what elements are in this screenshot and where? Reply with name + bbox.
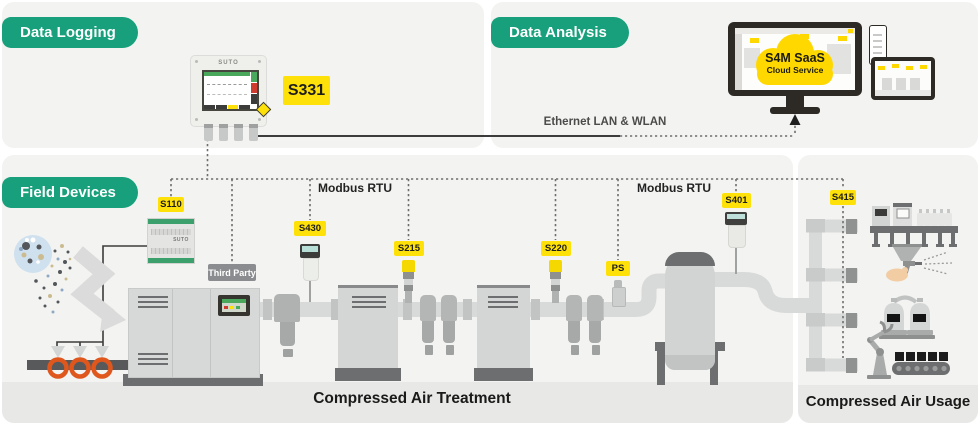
- filter-body: [443, 321, 455, 343]
- smartphone: [869, 25, 887, 65]
- connector: [204, 124, 213, 141]
- s331-display-device: SUTO: [190, 55, 267, 141]
- air-receiver-tank: [665, 252, 715, 370]
- connector: [219, 124, 228, 141]
- ethernet-label: Ethernet LAN & WLAN: [543, 116, 667, 128]
- filter-body: [589, 321, 601, 343]
- zone-treatment-caption: Compressed Air Treatment: [313, 390, 511, 407]
- connector: [249, 124, 258, 141]
- filter-drain: [592, 345, 600, 355]
- modbus-label-2: Modbus RTU: [637, 181, 711, 195]
- device-label-s415: S415: [830, 190, 856, 205]
- connector: [234, 124, 243, 141]
- device-label-s220: S220: [541, 241, 571, 256]
- ps-sensor-cap: [614, 280, 622, 287]
- device-label-s110: S110: [158, 197, 184, 212]
- s220-sensor: [551, 279, 560, 285]
- filter-drain: [446, 345, 454, 355]
- water-separator: [274, 294, 300, 322]
- dryer-1-base: [335, 368, 401, 381]
- filter-body: [422, 321, 434, 343]
- s220-sensor: [550, 272, 561, 279]
- device-label-ps: PS: [606, 261, 630, 276]
- tablet-screen: [875, 61, 931, 96]
- dryer-1-vents: [352, 296, 386, 309]
- device-label-s215: S215: [394, 241, 424, 256]
- s430-display: [300, 244, 320, 258]
- panel-usage: [798, 155, 978, 423]
- filter-drain: [425, 345, 433, 355]
- section-pill-data-analysis: Data Analysis: [491, 17, 629, 48]
- section-pill-field-devices: Field Devices: [2, 177, 138, 208]
- device-logo: SUTO: [218, 60, 239, 66]
- s110-device: SUTO: [147, 218, 195, 264]
- device-logo: SUTO: [173, 237, 189, 243]
- treatment-floor: [2, 382, 793, 423]
- s220-sensor-cap: [549, 260, 562, 272]
- filter-drain: [571, 345, 579, 355]
- s401-body: [728, 225, 746, 248]
- s215-probe: [405, 291, 412, 303]
- cloud-service: Cloud Service: [766, 65, 824, 75]
- device-label-s430: S430: [294, 221, 326, 236]
- s215-sensor: [404, 279, 413, 285]
- third-party-tag: Third Party: [208, 264, 256, 281]
- s220-sensor: [551, 285, 560, 291]
- s220-probe: [552, 291, 559, 303]
- filter: [420, 295, 436, 321]
- s430-body: [303, 258, 319, 281]
- s331-screen: [202, 70, 259, 111]
- filter: [441, 295, 457, 321]
- s401-display: [725, 212, 747, 225]
- tank-leg: [657, 342, 665, 385]
- monitor-neck: [786, 96, 804, 108]
- s215-sensor: [404, 285, 413, 291]
- tablet: [871, 57, 935, 100]
- device-label-s331: S331: [283, 76, 330, 105]
- section-title: Data Logging: [20, 24, 116, 41]
- separator-drain: [283, 349, 293, 357]
- section-pill-data-logging: Data Logging: [2, 17, 138, 48]
- ps-sensor: [612, 287, 626, 307]
- s215-sensor: [403, 272, 414, 279]
- s215-sensor-cap: [402, 260, 415, 272]
- cloud-name: S4M SaaS: [765, 51, 825, 65]
- zone-usage-caption: Compressed Air Usage: [805, 393, 971, 410]
- section-title: Data Analysis: [509, 24, 607, 41]
- compressor: [128, 288, 260, 378]
- section-title: Field Devices: [20, 184, 116, 201]
- filter: [566, 295, 582, 321]
- device-label-s401: S401: [722, 193, 751, 208]
- dryer-2-vents: [488, 296, 518, 309]
- filter: [587, 295, 603, 321]
- filter-body: [568, 321, 580, 343]
- compressor-panel: [218, 295, 250, 316]
- usage-floor: [798, 385, 978, 423]
- modbus-label-1: Modbus RTU: [318, 181, 392, 195]
- monitor-base: [770, 107, 820, 114]
- dryer-2-base: [474, 368, 533, 381]
- separator-body: [280, 322, 295, 346]
